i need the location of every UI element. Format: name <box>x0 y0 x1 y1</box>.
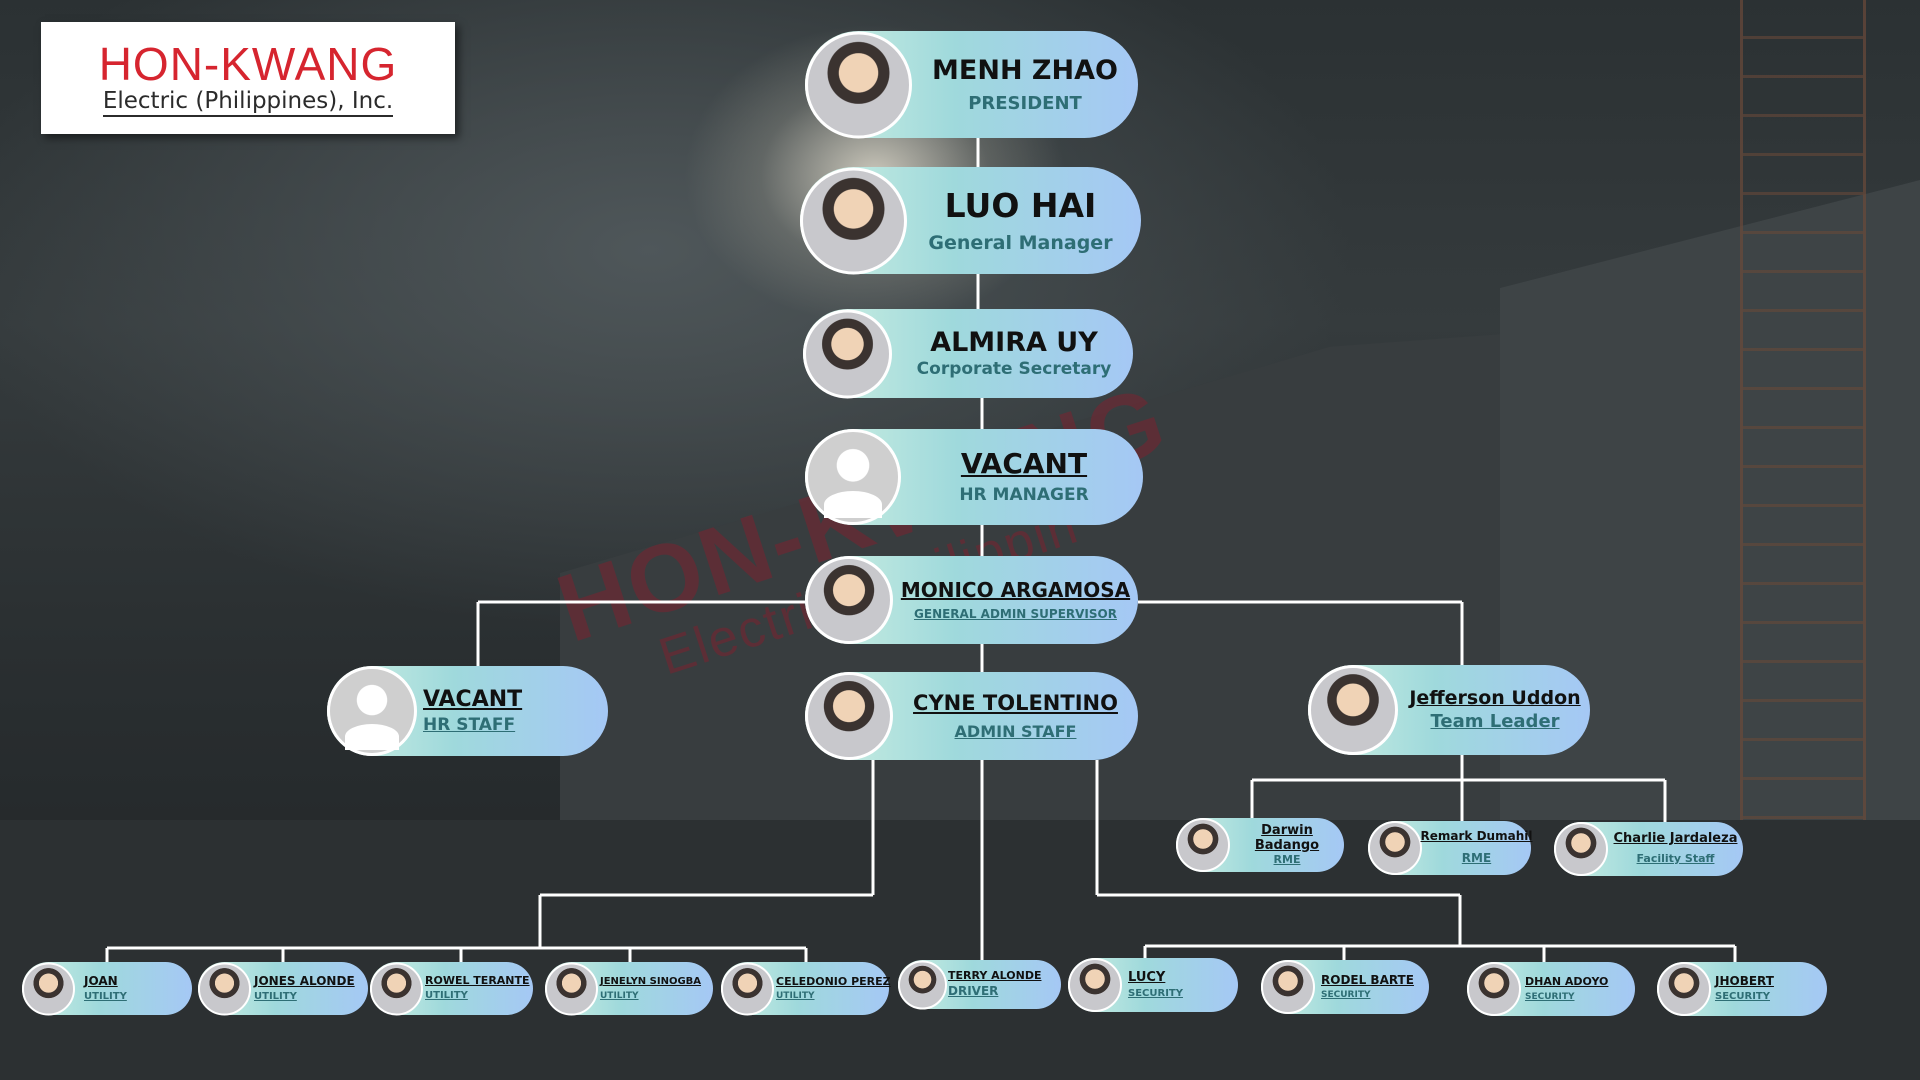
node-facility-member[interactable]: Charlie Jardaleza Facility Staff <box>1554 822 1743 876</box>
avatar <box>800 167 907 274</box>
node-name: CELEDONIO PEREZ <box>776 974 891 988</box>
node-facility-member[interactable]: Darwin Badango RME <box>1176 818 1344 872</box>
node-name: RODEL BARTE <box>1321 972 1414 987</box>
node-driver[interactable]: TERRY ALONDE DRIVER <box>898 960 1061 1009</box>
node-role: UTILITY <box>84 990 127 1002</box>
node-security-staff[interactable]: JHOBERT SECURITY <box>1657 962 1827 1016</box>
avatar <box>1068 958 1122 1012</box>
node-role: DRIVER <box>948 984 999 999</box>
avatar <box>898 960 947 1009</box>
node-name: LUO HAI <box>944 185 1097 225</box>
avatar <box>1554 822 1608 876</box>
node-utility-staff[interactable]: CELEDONIO PEREZ UTILITY <box>721 962 891 1015</box>
avatar <box>1467 962 1521 1016</box>
avatar <box>1308 665 1398 755</box>
node-role: Corporate Secretary <box>916 359 1112 380</box>
node-role: RME <box>1461 851 1492 865</box>
node-role: General Manager <box>928 231 1113 254</box>
node-role: Team Leader <box>1430 710 1560 732</box>
node-name: JOAN <box>84 973 118 988</box>
node-name: VACANT <box>960 447 1088 481</box>
node-role: SECURITY <box>1525 992 1575 1003</box>
node-name: JHOBERT <box>1715 974 1774 989</box>
node-name: Darwin Badango <box>1254 822 1320 853</box>
node-name: JENELYN SINOGBA <box>600 976 702 988</box>
avatar <box>370 962 423 1015</box>
avatar <box>1368 821 1422 875</box>
node-team-leader[interactable]: Jefferson Uddon Team Leader <box>1308 665 1590 755</box>
node-name: VACANT <box>423 686 523 712</box>
node-name: LUCY <box>1128 969 1166 985</box>
avatar <box>805 672 893 760</box>
avatar <box>721 962 774 1015</box>
node-general-manager[interactable]: LUO HAI General Manager <box>800 167 1141 274</box>
node-utility-staff[interactable]: JONES ALONDE UTILITY <box>198 962 368 1015</box>
avatar <box>1176 818 1230 872</box>
avatar <box>22 962 75 1015</box>
node-name: ALMIRA UY <box>930 327 1098 359</box>
vacant-avatar-icon <box>805 429 901 525</box>
vacant-avatar-icon <box>327 666 417 756</box>
avatar <box>805 31 912 138</box>
node-security-staff[interactable]: RODEL BARTE SECURITY <box>1261 960 1429 1014</box>
node-admin-staff[interactable]: CYNE TOLENTINO ADMIN STAFF <box>805 672 1138 760</box>
node-role: PRESIDENT <box>968 92 1082 114</box>
node-utility-staff[interactable]: JENELYN SINOGBA UTILITY <box>545 962 713 1015</box>
node-security-staff[interactable]: LUCY SECURITY <box>1068 958 1238 1012</box>
node-admin-supervisor[interactable]: MONICO ARGAMOSA GENERAL ADMIN SUPERVISOR <box>805 556 1138 644</box>
avatar <box>545 962 598 1015</box>
node-utility-staff[interactable]: JOAN UTILITY <box>22 962 192 1015</box>
node-role: UTILITY <box>254 990 297 1002</box>
node-role: UTILITY <box>425 990 468 1002</box>
node-hr-staff[interactable]: VACANT HR STAFF <box>327 666 608 756</box>
node-name: CYNE TOLENTINO <box>913 690 1118 715</box>
node-hr-manager[interactable]: VACANT HR MANAGER <box>805 429 1143 525</box>
node-utility-staff[interactable]: ROWEL TERANTE UTILITY <box>370 962 533 1015</box>
node-role: UTILITY <box>776 991 815 1002</box>
node-role: SECURITY <box>1321 989 1371 1000</box>
node-role: ADMIN STAFF <box>954 721 1077 741</box>
node-name: MENH ZHAO <box>932 54 1118 86</box>
node-name: JONES ALONDE <box>254 973 355 988</box>
node-role: HR STAFF <box>423 714 516 735</box>
node-name: DHAN ADOYO <box>1525 974 1609 988</box>
node-name: Remark Dumahil <box>1420 829 1533 844</box>
node-corporate-secretary[interactable]: ALMIRA UY Corporate Secretary <box>803 309 1133 398</box>
avatar <box>1657 962 1711 1016</box>
node-name: MONICO ARGAMOSA <box>900 577 1131 602</box>
node-name: Jefferson Uddon <box>1409 686 1581 709</box>
node-facility-member[interactable]: Remark Dumahil RME <box>1368 821 1533 875</box>
ladder-illustration <box>1740 0 1866 900</box>
node-role: HR MANAGER <box>959 485 1089 506</box>
logo-brand: HON-KWANG <box>98 38 398 90</box>
avatar <box>198 962 251 1015</box>
avatar <box>803 309 892 398</box>
node-role: Facility Staff <box>1636 852 1715 866</box>
node-role: UTILITY <box>600 990 639 1001</box>
node-role: SECURITY <box>1715 991 1770 1003</box>
company-logo: HON-KWANG Electric (Philippines), Inc. <box>41 22 455 134</box>
node-role: RME <box>1273 852 1301 866</box>
node-president[interactable]: MENH ZHAO PRESIDENT <box>805 31 1138 138</box>
node-name: Charlie Jardaleza <box>1613 831 1738 847</box>
avatar <box>1261 960 1315 1014</box>
node-security-staff[interactable]: DHAN ADOYO SECURITY <box>1467 962 1635 1016</box>
avatar <box>805 556 893 644</box>
node-role: SECURITY <box>1128 987 1183 999</box>
node-name: TERRY ALONDE <box>948 968 1042 982</box>
logo-company-name: Electric (Philippines), Inc. <box>102 88 394 117</box>
node-name: ROWEL TERANTE <box>425 974 530 988</box>
node-role: GENERAL ADMIN SUPERVISOR <box>914 606 1117 621</box>
